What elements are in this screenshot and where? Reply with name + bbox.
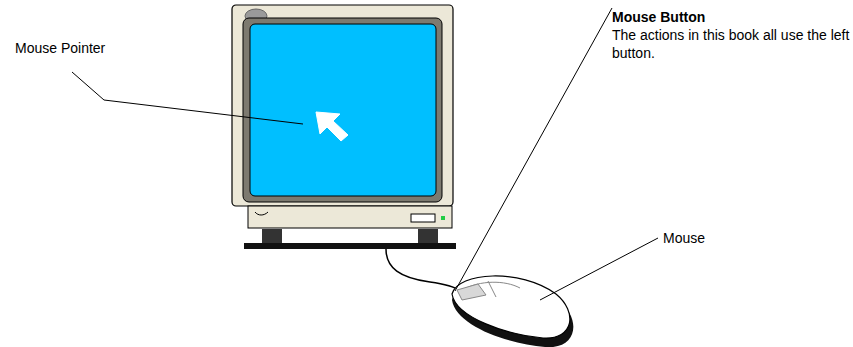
leader-line [455,8,612,291]
stand-bar [244,243,456,249]
part-label: Mouse Button [612,8,852,26]
screen-recess [243,18,442,202]
mouse-pointer-arrow [316,112,348,141]
part-label: Mouse Pointer [15,39,165,57]
drive-slot [411,214,435,222]
mouse-cable [386,249,460,291]
part-label: Mouse [663,229,813,247]
left-mouse-button [457,284,486,300]
monitor-bezel [232,5,453,206]
stand-foot [262,229,282,243]
mouse-body [452,276,570,338]
leader-line [540,238,658,300]
note-text: The actions in this book all use the lef… [612,26,850,62]
monitor [232,5,456,249]
leader-line [72,72,303,124]
mouse-button-line [488,281,496,297]
power-led [441,216,445,220]
base-detail [255,212,268,215]
screen [250,24,436,196]
monitor-base [248,206,452,228]
stand-foot [418,229,438,243]
mouse [452,276,573,347]
